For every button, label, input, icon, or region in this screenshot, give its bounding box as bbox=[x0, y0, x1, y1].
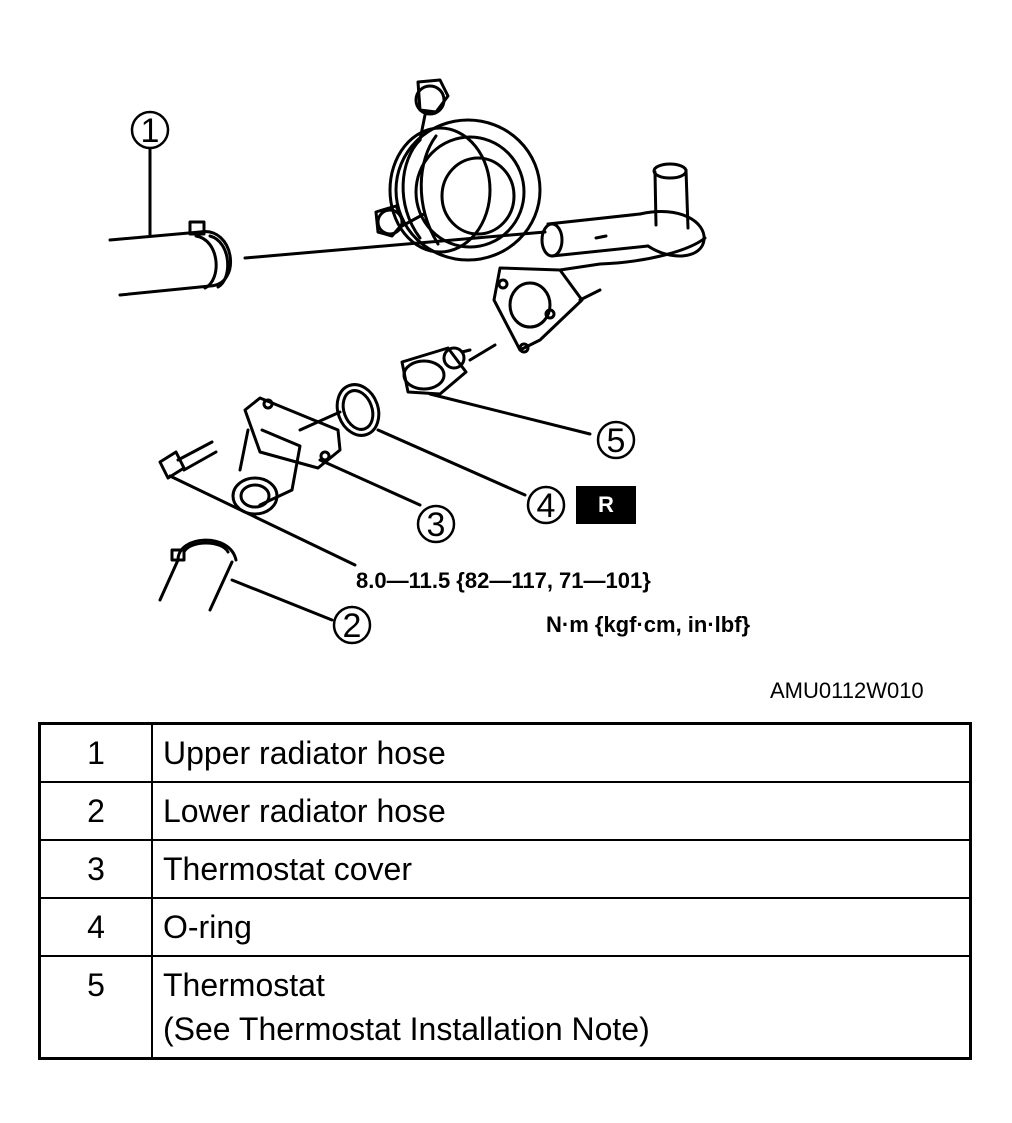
part-description: Thermostat (See Thermostat Installation … bbox=[151, 955, 972, 1060]
replace-part-badge: R bbox=[576, 486, 636, 524]
callout-1: 1 bbox=[141, 112, 160, 150]
callout-3: 3 bbox=[427, 506, 446, 544]
o-ring-drawing bbox=[298, 383, 527, 497]
callout-2: 2 bbox=[343, 607, 362, 645]
part-number: 4 bbox=[38, 897, 153, 957]
torque-spec-units: N·m {kgf·cm, in·lbf} bbox=[546, 612, 751, 637]
callout-4: 4 bbox=[537, 487, 556, 525]
table-row: 3 Thermostat cover bbox=[38, 839, 972, 899]
torque-spec-value: 8.0—11.5 {82—117, 71—101} bbox=[356, 568, 651, 593]
pulley-assembly-drawing bbox=[374, 78, 542, 262]
water-outlet-housing-drawing bbox=[492, 162, 707, 354]
part-number: 1 bbox=[38, 722, 153, 783]
parts-legend-table: 1 Upper radiator hose 2 Lower radiator h… bbox=[38, 722, 972, 1060]
table-row: 1 Upper radiator hose bbox=[38, 722, 972, 783]
part-number: 2 bbox=[38, 781, 153, 841]
lower-radiator-hose-drawing bbox=[158, 538, 334, 622]
callout-5: 5 bbox=[607, 422, 626, 460]
part-description: O-ring bbox=[151, 897, 972, 957]
table-row: 4 O-ring bbox=[38, 897, 972, 957]
part-number: 5 bbox=[38, 955, 153, 1060]
part-description: Thermostat cover bbox=[151, 839, 972, 899]
exploded-view-diagram: 1 2 3 4 5 bbox=[108, 78, 707, 645]
part-number: 3 bbox=[38, 839, 153, 899]
part-description: Upper radiator hose bbox=[151, 722, 972, 783]
table-row: 5 Thermostat (See Thermostat Installatio… bbox=[38, 955, 972, 1060]
table-row: 2 Lower radiator hose bbox=[38, 781, 972, 841]
thermostat-drawing bbox=[400, 343, 592, 436]
figure-code: AMU0112W010 bbox=[770, 678, 924, 703]
part-description: Lower radiator hose bbox=[151, 781, 972, 841]
upper-radiator-hose-drawing bbox=[108, 220, 547, 297]
thermostat-cover-drawing bbox=[158, 396, 422, 567]
